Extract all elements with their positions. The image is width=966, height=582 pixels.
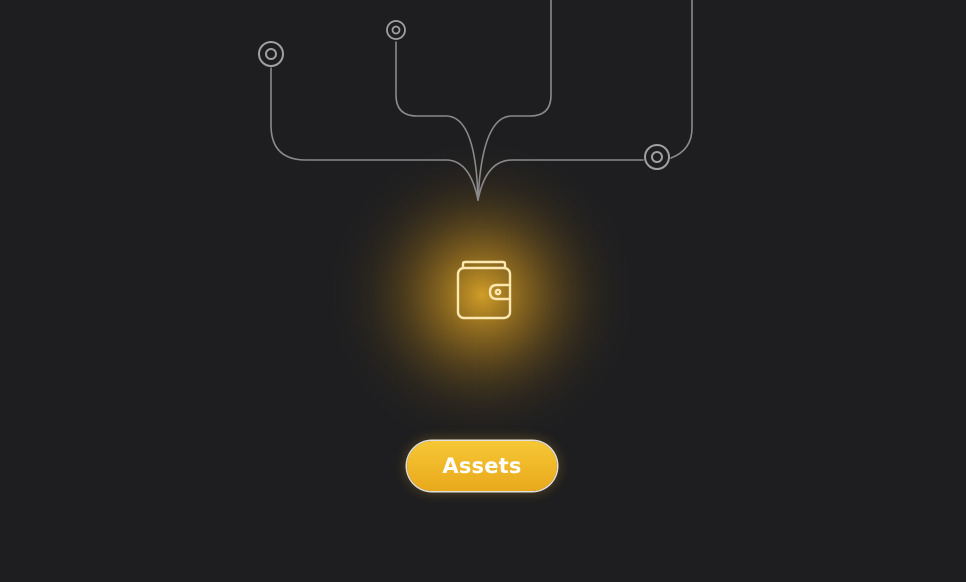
connector-right [477, 159, 644, 201]
target-icon [386, 20, 406, 40]
target-icon [258, 41, 284, 67]
connector-lines [270, 0, 693, 201]
wallet-icon [456, 260, 512, 320]
wallet-glow [322, 135, 642, 455]
connector-middle-right [477, 0, 552, 201]
connector-middle-left [395, 41, 479, 201]
target-icon [644, 144, 670, 170]
assets-button[interactable]: Assets [407, 441, 557, 491]
connector-far-right [670, 0, 693, 159]
connector-left [270, 67, 479, 201]
